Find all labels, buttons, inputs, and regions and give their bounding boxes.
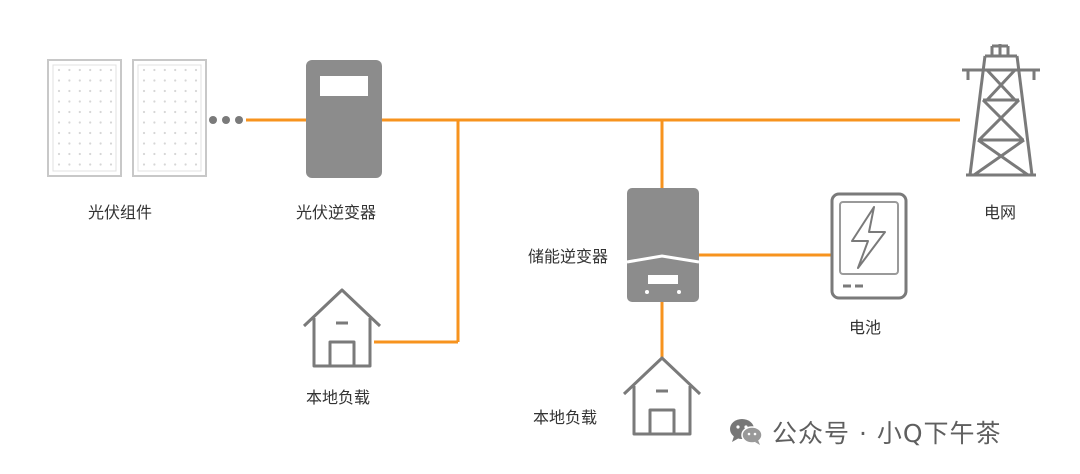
inverter-icon — [306, 60, 382, 178]
inverter-display — [320, 76, 368, 96]
label-battery: 电池 — [849, 318, 882, 337]
label-pv-inverter: 光伏逆变器 — [296, 203, 377, 222]
connection-lines — [246, 118, 960, 360]
house-icon-left — [302, 288, 382, 368]
label-grid: 电网 — [984, 203, 1017, 222]
label-pv-modules: 光伏组件 — [88, 203, 153, 222]
watermark-text: 公众号 · 小Q下午茶 — [772, 419, 1002, 448]
pv-panel-2 — [132, 59, 207, 177]
label-storage-inverter: 储能逆变器 — [528, 247, 609, 266]
storage-inverter-display — [648, 275, 678, 284]
house-icon-bottom — [622, 356, 702, 436]
watermark: 公众号 · 小Q下午茶 — [728, 412, 1002, 452]
label-local-load-bottom: 本地负载 — [533, 408, 598, 427]
ellipsis-dots — [209, 116, 243, 124]
wechat-icon — [730, 419, 763, 445]
battery-lightning-icon — [830, 192, 908, 300]
storage-inverter-icon — [626, 188, 700, 302]
pv-panel-1 — [47, 59, 122, 177]
label-local-load-left: 本地负载 — [306, 388, 371, 407]
transmission-tower-icon — [962, 44, 1040, 177]
solar-panel-icon — [47, 59, 207, 177]
